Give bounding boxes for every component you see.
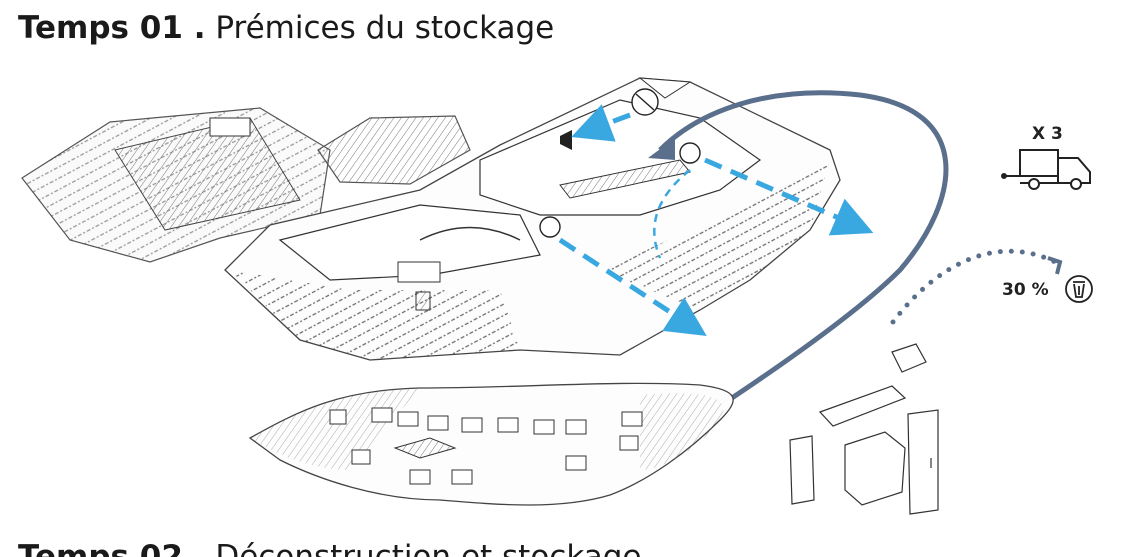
next-title-suffix: Déconstruction et stockage xyxy=(215,539,642,557)
title-suffix: Prémices du stockage xyxy=(215,10,555,46)
dashed-flow-arrows xyxy=(558,104,874,336)
next-section-title: Temps 02 . Déconstruction et stockage xyxy=(18,537,642,557)
page-title: Temps 01 . Prémices du stockage xyxy=(18,8,554,48)
commercial-zone-sketch xyxy=(224,77,841,361)
village-sketch xyxy=(248,382,734,506)
wooded-patch xyxy=(317,115,471,185)
materials-sketch xyxy=(789,343,939,515)
return-flow-arrow xyxy=(626,90,949,468)
title-prefix: Temps 01 . xyxy=(18,10,206,46)
truck-multiplier: X 3 xyxy=(1032,124,1063,144)
truck-icon xyxy=(1001,149,1091,190)
field-sketch xyxy=(21,107,331,263)
waste-percentage: 30 % xyxy=(1002,280,1049,300)
next-title-prefix: Temps 02 . xyxy=(18,539,206,557)
waste-arc xyxy=(890,248,1063,325)
trash-icon xyxy=(1065,275,1093,303)
